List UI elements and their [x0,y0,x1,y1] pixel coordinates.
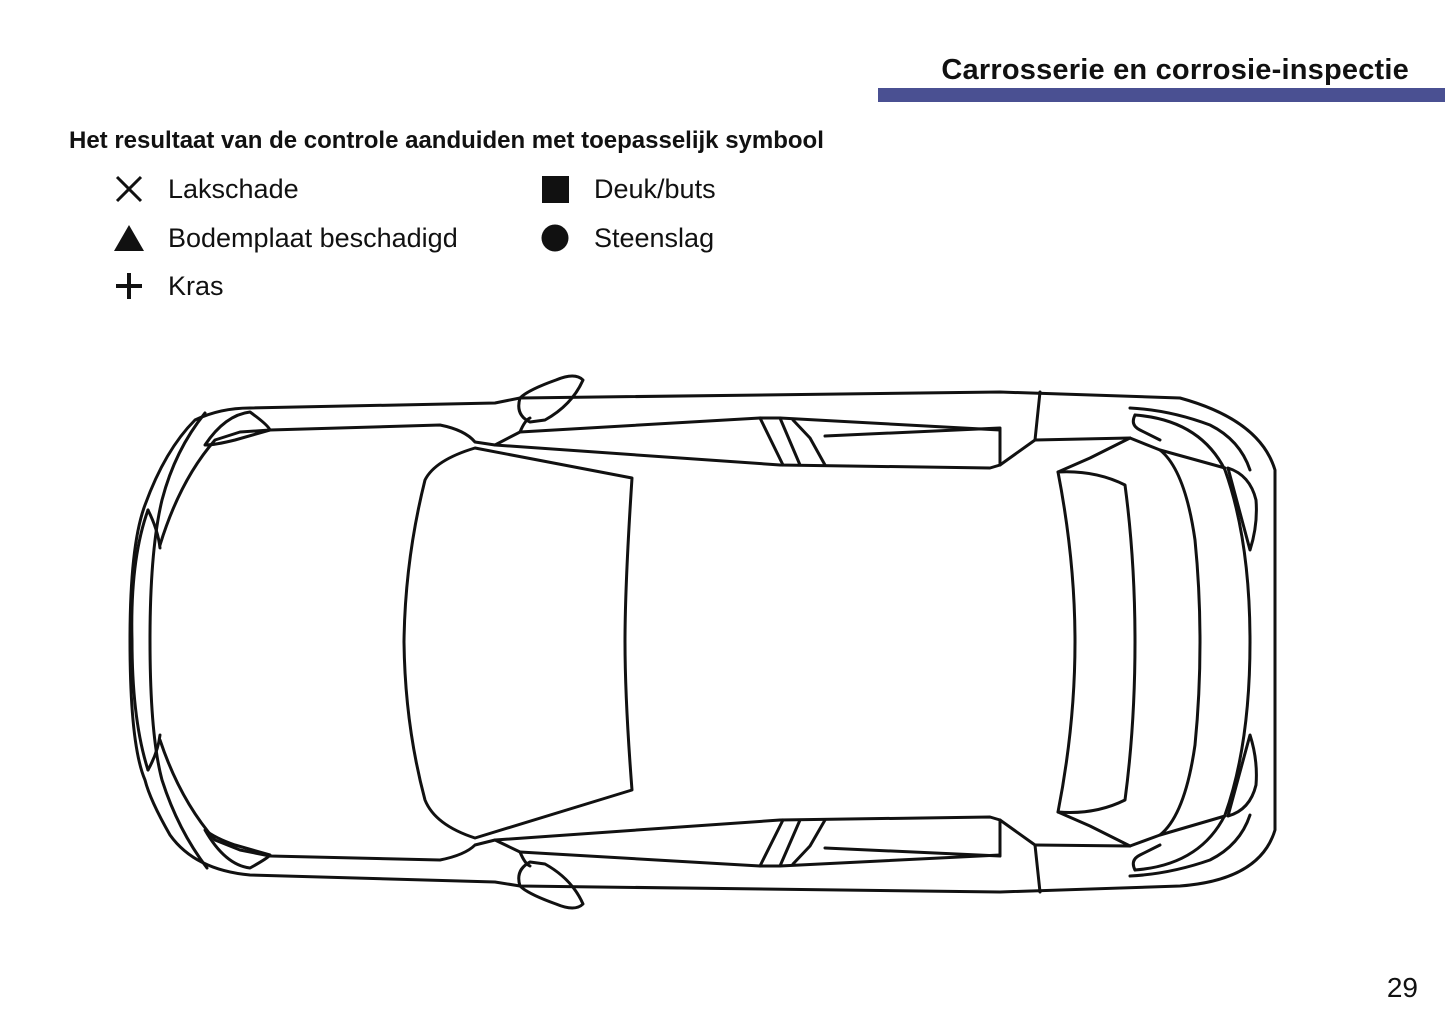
page-title: Carrosserie en corrosie-inspectie [941,54,1409,86]
header-accent-bar [878,88,1445,102]
car-body-outline [128,390,1277,894]
roof-outline [493,390,1042,470]
plus-icon [112,269,146,303]
trunk-outline [1033,436,1202,848]
taillight-right [1226,733,1258,818]
front-left-corner [130,508,150,772]
b-pillar-top [758,416,827,467]
triangle-icon [112,221,146,255]
legend-label: Kras [168,270,224,301]
legend-item-steenslag: Steenslag [538,221,714,255]
legend-item-kras: Kras [112,269,224,303]
mirror-right [517,860,585,910]
b-pillar-bottom [758,818,827,868]
page-number: 29 [1386,972,1418,1003]
legend-item-bodemplaat: Bodemplaat beschadigd [112,221,458,255]
legend-label: Steenslag [594,222,715,253]
square-icon [538,172,572,206]
windshield-outline [402,446,634,840]
legend-label: Deuk/buts [594,173,716,204]
instruction-text: Het resultaat van de controle aanduiden … [69,127,824,154]
rear-bumper [1133,413,1252,872]
headlight-right [203,828,272,870]
front-bumper-line [148,411,209,870]
cross-icon [112,172,146,206]
circle-icon [538,221,572,255]
legend-label: Lakschade [168,173,299,204]
legend-item-lakschade: Lakschade [112,172,299,206]
rear-window-outline [1056,470,1137,814]
mirror-left [517,374,585,424]
headlight-left [203,410,272,447]
legend-item-deuk: Deuk/buts [538,172,716,206]
taillight-left [1226,466,1258,552]
hood-outline [158,416,532,547]
legend-label: Bodemplaat beschadigd [168,222,458,253]
